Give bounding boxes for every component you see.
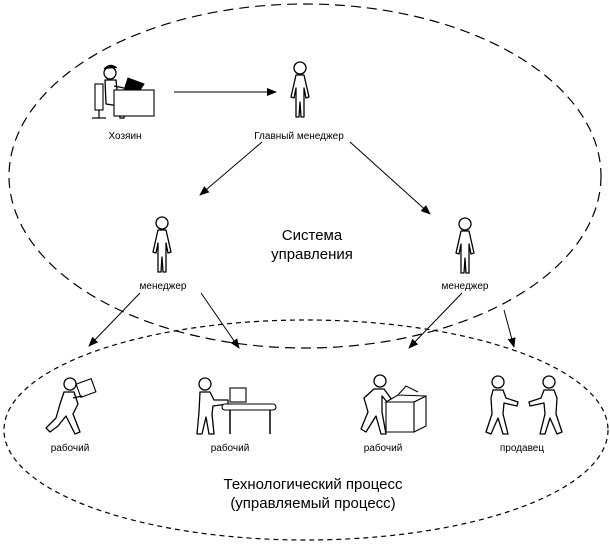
edge-manager-left-worker2 [200, 292, 240, 349]
edge-manager-right-worker3 [408, 292, 463, 349]
process-title-line1: Технологический процесс [224, 476, 403, 493]
worker-at-conveyor-icon [196, 377, 277, 435]
manager-right-label: менеджер [442, 281, 489, 292]
person-at-desk-icon [92, 64, 155, 119]
management-system-title-line2: управления [271, 246, 353, 263]
worker-packing-box-icon [360, 374, 427, 435]
owner-label: Хозяин [108, 131, 141, 142]
edge-manager-right-seller [503, 309, 516, 348]
manager-right-person-icon [455, 217, 475, 274]
manager-left-label: менеджер [140, 281, 187, 292]
edge-chief-manager-left [199, 141, 263, 196]
seller-label: продавец [500, 443, 544, 454]
chief-manager-person-icon [290, 61, 310, 118]
edge-manager-left-worker1 [88, 292, 141, 347]
worker2-label: рабочий [211, 442, 250, 454]
worker-carrying-box-icon [45, 377, 97, 435]
management-system-title-line1: Система [282, 227, 343, 244]
worker1-label: рабочий [51, 442, 90, 454]
chief-manager-label: Главный менеджер [254, 131, 344, 142]
worker3-label: рабочий [364, 442, 403, 454]
process-region [3, 319, 609, 541]
management-system-region [8, 3, 602, 349]
manager-left-person-icon [152, 216, 172, 273]
edge-chief-manager-right [349, 141, 431, 215]
handshake-icon [485, 375, 563, 435]
process-title-line2: (управляемый процесс) [230, 495, 395, 512]
